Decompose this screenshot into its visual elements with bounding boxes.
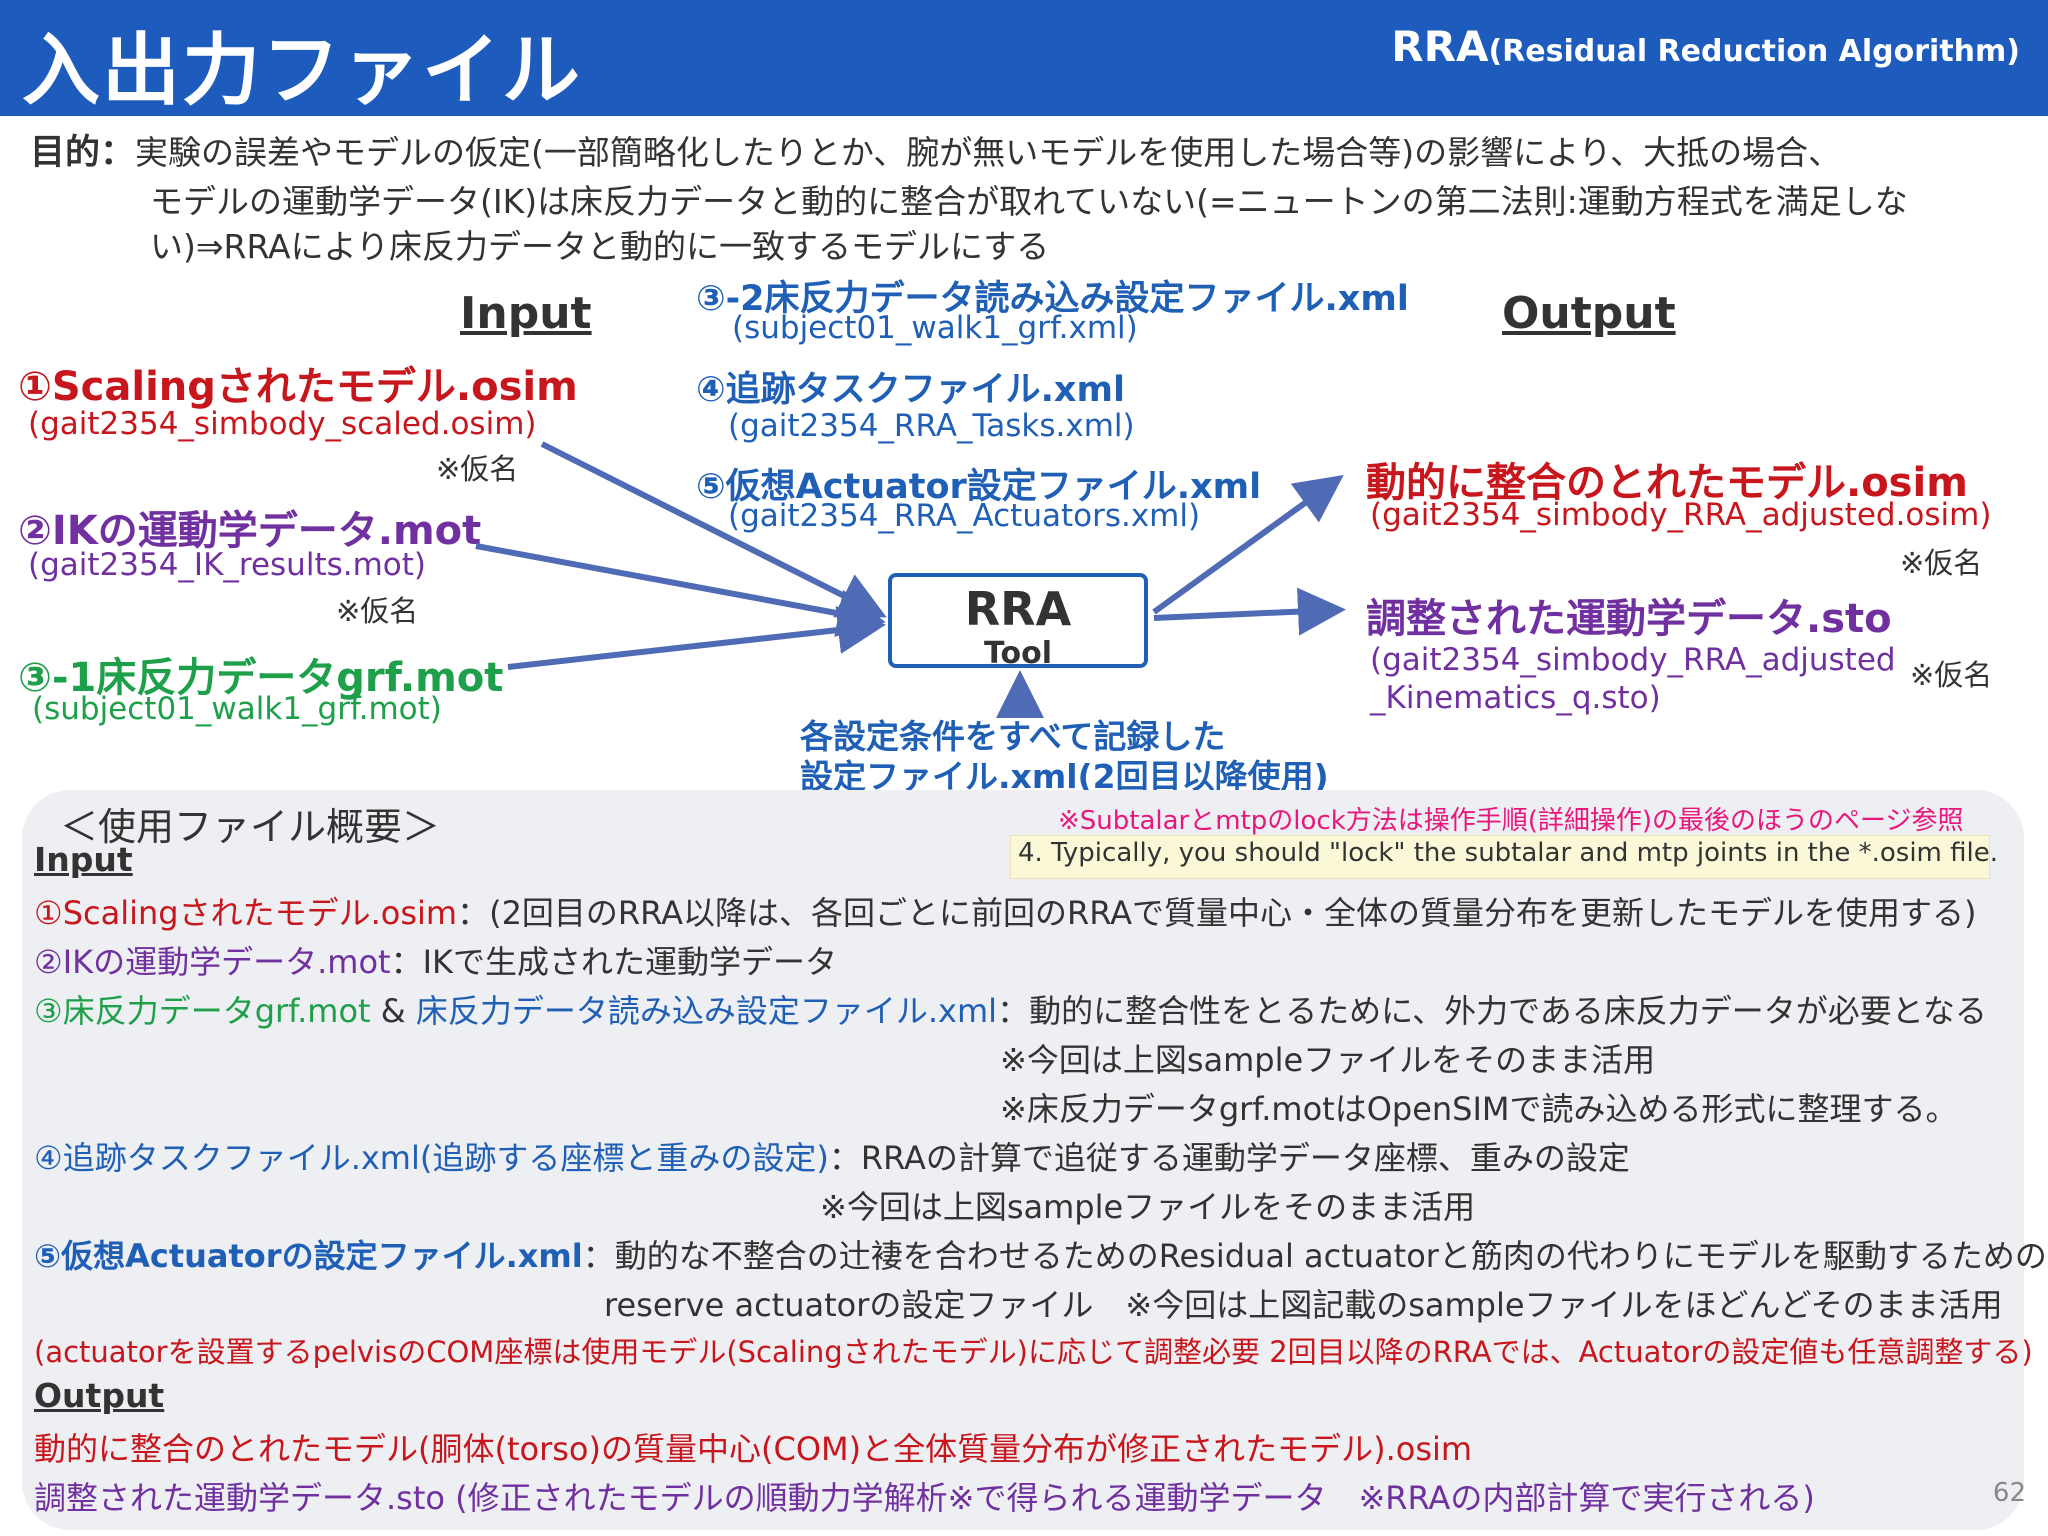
center-input2-title: ④追跡タスクファイル.xml (696, 370, 1125, 410)
page-number: 62 (1992, 1478, 2026, 1508)
input2-file: (gait2354_IK_results.mot) (28, 547, 427, 583)
item3-name-a: ③床反力データgrf.mot (34, 992, 371, 1030)
summary-panel (22, 790, 2024, 1530)
item1-desc: ：(2回目のRRA以降は、各回ごとに前回のRRAで質量中心・全体の質量分布を更新… (457, 894, 1977, 932)
summary-heading: ＜使用ファイル概要＞ (60, 805, 441, 849)
input1-title: ①Scalingされたモデル.osim (18, 364, 578, 410)
item3-name-b: 床反力データ読み込み設定ファイル.xml (415, 992, 998, 1030)
summary-item3: ③床反力データgrf.mot & 床反力データ読み込み設定ファイル.xml：動的… (34, 986, 1987, 1032)
summary-item1: ①Scalingされたモデル.osim：(2回目のRRA以降は、各回ごとに前回の… (34, 888, 1977, 934)
arrow-output2 (1153, 587, 1346, 636)
output2-file1: (gait2354_simbody_RRA_adjusted (1370, 642, 1896, 678)
summary-item4: ④追跡タスクファイル.xml(追跡する座標と重みの設定)：RRAの計算で追従する… (34, 1133, 1630, 1179)
settings-note-line1: 各設定条件をすべて記録した (800, 717, 1226, 756)
summary-out2: 調整された運動学データ.sto (修正されたモデルの順動力学解析※で得られる運動… (34, 1479, 1815, 1517)
output2-file2: _Kinematics_q.sto) (1370, 680, 1661, 716)
input-heading: Input (460, 288, 592, 339)
output2-title: 調整された運動学データ.sto (1366, 596, 1892, 642)
slide-subtitle: RRA(Residual Reduction Algorithm) (1391, 22, 2020, 71)
summary-item5: ⑤仮想Actuatorの設定ファイル.xml：動的な不整合の辻褄を合わせるための… (34, 1231, 2047, 1277)
center-input3-title: ⑤仮想Actuator設定ファイル.xml (696, 467, 1262, 507)
lock-note: ※Subtalarとmtpのlock方法は操作手順(詳細操作)の最後のほうのペー… (1058, 806, 1964, 836)
diagram-arrows (475, 441, 1346, 718)
input3-file: (subject01_walk1_grf.mot) (32, 691, 442, 727)
input1-note: ※仮名 (436, 452, 519, 486)
output1-note: ※仮名 (1900, 546, 1983, 580)
summary-output-label: Output (34, 1376, 165, 1415)
item5-red-note: (actuatorを設置するpelvisのCOM座標は使用モデル(Scaling… (34, 1335, 2033, 1369)
settings-note-line2: 設定ファイル.xml(2回目以降使用) (800, 757, 1329, 796)
item5-desc: ：動的な不整合の辻褄を合わせるためのResidual actuatorと筋肉の代… (582, 1237, 2047, 1275)
item4-note: ※今回は上図sampleファイルをそのまま活用 (820, 1188, 1476, 1226)
arrow-input2 (475, 543, 886, 638)
item3-amp: & (370, 992, 416, 1030)
rra-tool-sub: Tool (984, 636, 1052, 671)
center-input3-file: (gait2354_RRA_Actuators.xml) (728, 498, 1201, 534)
summary-item2: ②IKの運動学データ.mot：IKで生成された運動学データ (34, 937, 837, 983)
output2-note: ※仮名 (1910, 658, 1993, 692)
center-input1-title: ③-2床反力データ読み込み設定ファイル.xml (696, 279, 1409, 319)
item2-desc: ：IKで生成された運動学データ (390, 943, 838, 981)
rra-tool-name: RRA (964, 582, 1072, 636)
item4-name: ④追跡タスクファイル.xml(追跡する座標と重みの設定) (34, 1139, 829, 1177)
title-bar: 入出力ファイル RRA(Residual Reduction Algorithm… (0, 0, 2048, 116)
purpose-label: 目的： (30, 133, 136, 173)
output1-file: (gait2354_simbody_RRA_adjusted.osim) (1370, 497, 1992, 533)
center-input2-file: (gait2354_RRA_Tasks.xml) (728, 408, 1135, 444)
item1-name: ①Scalingされたモデル.osim (34, 894, 458, 932)
purpose-text1: 実験の誤差やモデルの仮定(一部簡略化したりとか、腕が無いモデルを使用した場合等)… (135, 133, 1842, 172)
subtitle-paren: (Residual Reduction Algorithm) (1488, 34, 2020, 69)
item2-name: ②IKの運動学データ.mot (34, 943, 391, 981)
purpose-line3: い)⇒RRAにより床反力データと動的に一致するモデルにする (150, 227, 1050, 266)
item3-note1: ※今回は上図sampleファイルをそのまま活用 (1000, 1041, 1656, 1079)
output1-title: 動的に整合のとれたモデル.osim (1366, 460, 1968, 506)
rra-tool-box: RRA Tool (888, 573, 1148, 671)
slide-title: 入出力ファイル (22, 26, 583, 116)
output-heading: Output (1502, 288, 1676, 339)
item3-desc: ：動的に整合性をとるために、外力である床反力データが必要となる (997, 992, 1987, 1030)
arrow-input3 (507, 606, 886, 670)
summary-out1: 動的に整合のとれたモデル(胴体(torso)の質量中心(COM)と全体質量分布が… (34, 1430, 1473, 1468)
summary-input-label: Input (34, 840, 133, 879)
arrow-output1 (1152, 474, 1344, 615)
item4-desc: ：RRAの計算で追従する運動学データ座標、重みの設定 (828, 1139, 1630, 1177)
purpose-line1: 目的：実験の誤差やモデルの仮定(一部簡略化したりとか、腕が無いモデルを使用した場… (30, 130, 1841, 176)
item5-desc2: reserve actuatorの設定ファイル ※今回は上図記載のsampleフ… (604, 1286, 2003, 1324)
item5-name: ⑤仮想Actuatorの設定ファイル.xml (34, 1237, 583, 1275)
highlight-box (1010, 835, 1990, 879)
purpose-line2: モデルの運動学データ(IK)は床反力データと動的に整合が取れていない(=ニュート… (150, 182, 1908, 221)
input3-title: ③-1床反力データgrf.mot (18, 655, 504, 701)
input1-file: (gait2354_simbody_scaled.osim) (28, 406, 537, 442)
highlight-text: 4. Typically, you should "lock" the subt… (1018, 838, 1999, 868)
input2-title: ②IKの運動学データ.mot (18, 508, 482, 554)
item3-note2: ※床反力データgrf.motはOpenSIMで読み込める形式に整理する。 (1000, 1090, 1958, 1128)
subtitle-main: RRA (1391, 22, 1489, 71)
input2-note: ※仮名 (336, 594, 419, 628)
center-input1-file: (subject01_walk1_grf.xml) (732, 310, 1138, 346)
arrow-input1 (540, 441, 887, 618)
